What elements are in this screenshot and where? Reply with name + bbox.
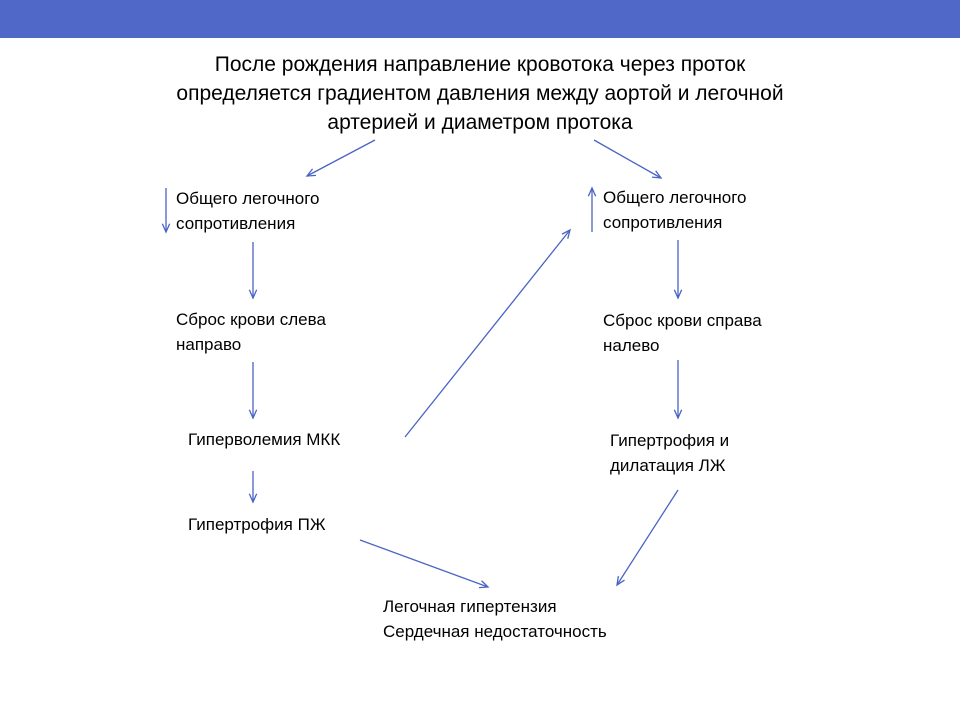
right-resistance-line-1: Общего легочного — [603, 188, 747, 207]
left-hypertrophy-line-1: Гипертрофия ПЖ — [188, 515, 326, 534]
outcome-node: Легочная гипертензия Сердечная недостато… — [383, 594, 607, 644]
title-line-1: После рождения направление кровотока чер… — [214, 53, 746, 76]
arrow-right-resistance-to-shunt — [673, 240, 683, 300]
indicator-left-resistance-down — [161, 188, 171, 234]
left-shunt-line-2: направо — [176, 335, 242, 354]
indicator-right-resistance-up — [587, 186, 597, 232]
arrow-title-to-left — [305, 139, 376, 177]
left-resistance-node: Общего легочного сопротивления — [176, 186, 319, 236]
left-hypervolemia-line-1: Гиперволемия МКК — [188, 430, 341, 449]
left-resistance-line-2: сопротивления — [176, 214, 296, 233]
title-line-2: определяется градиентом давления между а… — [176, 82, 784, 105]
arrow-right-hypertrophy-to-outcome — [616, 489, 679, 587]
arrow-hypervolemia-to-right-resistance — [404, 228, 571, 438]
arrow-left-hypervolemia-to-hypertrophy — [248, 471, 258, 504]
right-shunt-line-1: Сброс крови справа — [603, 311, 762, 330]
diagram-title: После рождения направление кровотока чер… — [130, 50, 830, 137]
left-hypervolemia-node: Гиперволемия МКК — [188, 427, 340, 452]
left-hypertrophy-node: Гипертрофия ПЖ — [188, 512, 326, 537]
right-shunt-node: Сброс крови справа налево — [603, 308, 762, 358]
right-shunt-line-2: налево — [603, 336, 660, 355]
left-resistance-line-1: Общего легочного — [176, 189, 320, 208]
outcome-line-2: Сердечная недостаточность — [383, 622, 607, 641]
outcome-line-1: Легочная гипертензия — [383, 597, 557, 616]
right-resistance-node: Общего легочного сопротивления — [603, 185, 746, 235]
arrow-left-shunt-to-hypervolemia — [248, 362, 258, 420]
right-resistance-line-2: сопротивления — [603, 213, 723, 232]
title-line-3: артерией и диаметром протока — [327, 111, 633, 134]
arrow-left-hypertrophy-to-outcome — [359, 539, 490, 589]
left-shunt-line-1: Сброс крови слева — [176, 310, 326, 329]
arrow-left-resistance-to-shunt — [248, 242, 258, 300]
right-hypertrophy-node: Гипертрофия и дилатация ЛЖ — [610, 428, 729, 478]
left-shunt-node: Сброс крови слева направо — [176, 307, 326, 357]
right-hypertrophy-line-2: дилатация ЛЖ — [610, 456, 726, 475]
header-bar — [0, 0, 960, 38]
right-hypertrophy-line-1: Гипертрофия и — [610, 431, 730, 450]
arrow-right-shunt-to-hypertrophy — [673, 360, 683, 420]
arrow-title-to-right — [593, 139, 663, 179]
